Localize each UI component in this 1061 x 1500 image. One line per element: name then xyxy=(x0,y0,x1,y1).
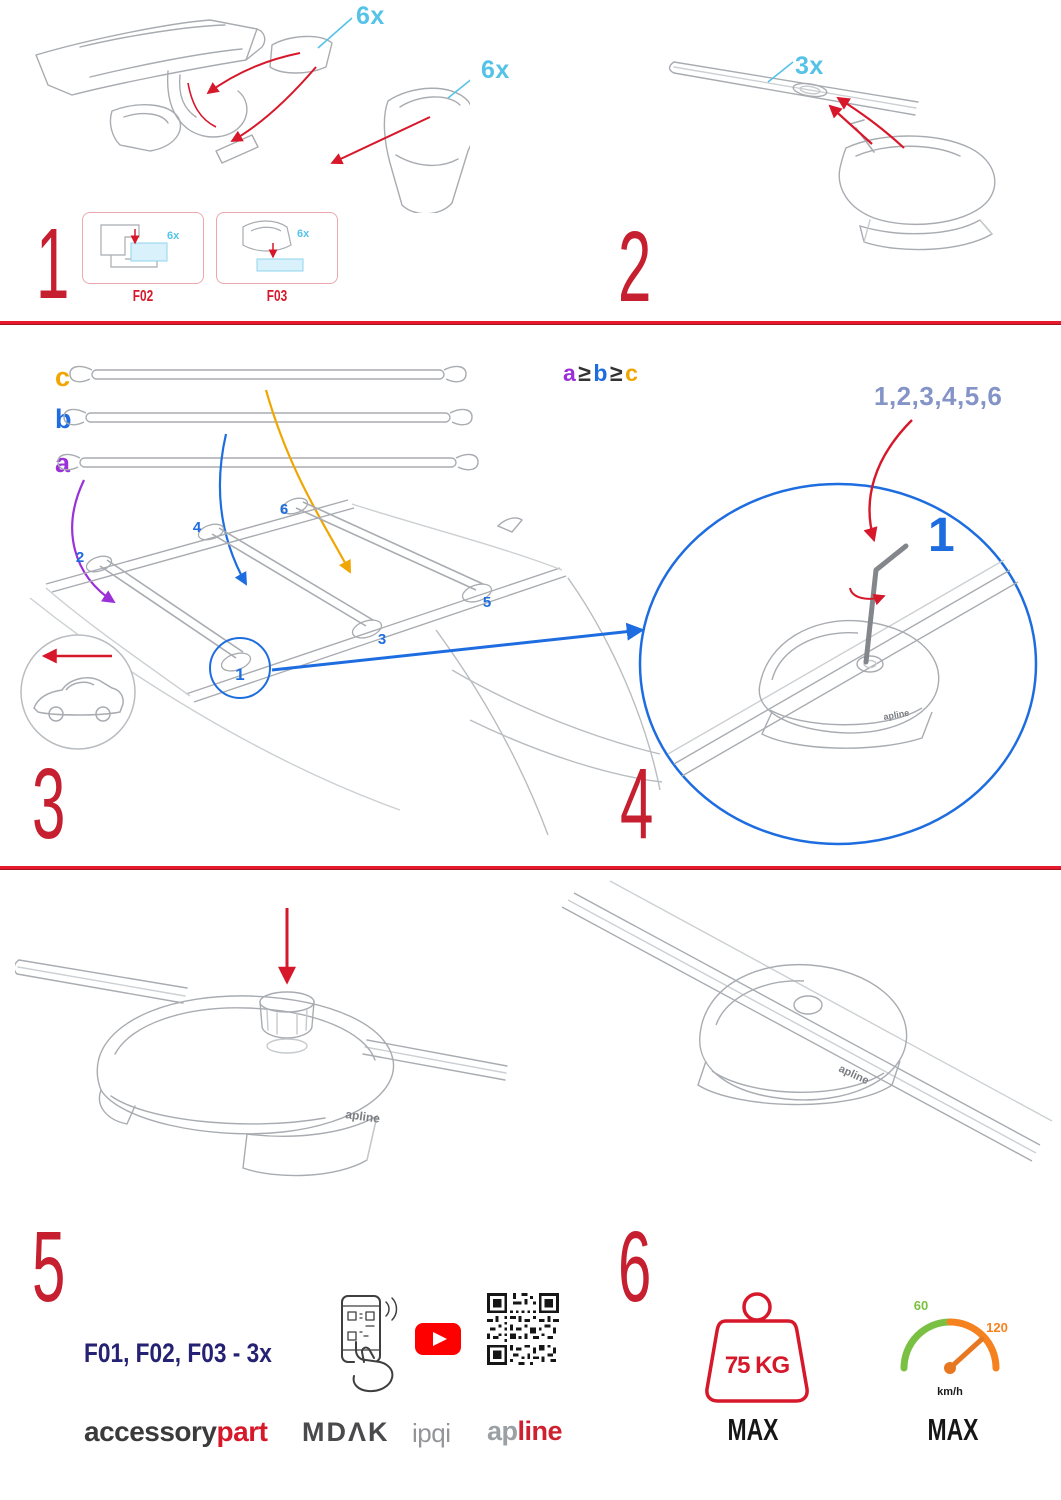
section-divider-1 xyxy=(0,321,1061,325)
brand-mdak: MDΛK xyxy=(302,1417,390,1447)
position-6: 6 xyxy=(280,501,288,518)
brand-part-text: part xyxy=(216,1416,268,1447)
f02-part-drawing: 6x xyxy=(100,224,180,268)
hex-key-tool xyxy=(863,543,909,665)
bar-end-drawing xyxy=(35,19,333,164)
step1-endcap-exploded-diagram xyxy=(35,17,470,213)
speed-low-label: 60 xyxy=(914,1298,928,1313)
rule-a: a xyxy=(563,360,577,386)
brand-apline: apline xyxy=(487,1416,563,1446)
mounted-foot-drawing xyxy=(561,880,1053,1162)
step1-qty-cover-label: 6x xyxy=(481,56,510,84)
brand-accessory-text: accessory xyxy=(84,1416,217,1447)
qty-leader-lines xyxy=(317,17,470,99)
position-2: 2 xyxy=(76,549,84,566)
insert-arrows xyxy=(828,96,905,149)
speed-high-label: 120 xyxy=(986,1320,1008,1335)
position-5: 5 xyxy=(483,594,491,611)
step1-qty-cap-label: 6x xyxy=(356,2,385,30)
mounted-crossbars xyxy=(99,501,484,659)
step6-number: 6 xyxy=(618,1211,651,1323)
f03-cyan-part xyxy=(256,258,304,272)
step3-number: 3 xyxy=(32,748,65,860)
step2-bar-foot-diagram xyxy=(668,61,996,251)
f03-qty-label: 6x xyxy=(297,228,310,240)
foot-closeup-drawing xyxy=(15,959,508,1177)
part-label-f03: F03 xyxy=(266,288,288,305)
speed-needle xyxy=(947,1336,985,1371)
step4-tightening-zoom-diagram: apline xyxy=(638,419,1038,846)
max-weight-icon: 75 KG xyxy=(705,1292,809,1403)
rule-b: b xyxy=(593,360,608,386)
needle-hub xyxy=(944,1362,956,1374)
speed-unit-label: km/h xyxy=(937,1386,963,1398)
rule-gte-1: ≥ xyxy=(578,360,592,386)
youtube-icon xyxy=(415,1323,461,1355)
brand-line-text: line xyxy=(517,1416,563,1446)
rule-c: c xyxy=(625,360,639,386)
foot-brand-text: apline xyxy=(837,1063,871,1087)
foot-with-rail-drawing xyxy=(667,559,1019,777)
part-box-f03: 6x xyxy=(216,212,338,284)
max-speed-icon: 60 120 km/h xyxy=(900,1298,1008,1398)
position-3: 3 xyxy=(378,631,386,648)
rotate-arrow xyxy=(849,587,886,606)
step3-roof-layout-diagram: 2 4 6 3 5 1 xyxy=(20,365,663,836)
bar-label-b: b xyxy=(55,404,72,434)
scan-qr-phone-icon xyxy=(341,1295,398,1393)
step6-mounted-foot-diagram: apline xyxy=(561,880,1053,1162)
speed-arc-orange xyxy=(946,1318,1000,1372)
bars-abc-drawing xyxy=(57,365,479,471)
rule-gte-2: ≥ xyxy=(609,360,624,386)
speed-arc-green xyxy=(900,1318,954,1372)
f03-part-drawing: 6x xyxy=(242,220,310,272)
position-1: 1 xyxy=(235,665,244,684)
qty-leader-line xyxy=(767,61,794,83)
f02-qty-label: 6x xyxy=(167,230,180,242)
car-silhouette xyxy=(33,677,124,722)
crossbar-drawing xyxy=(668,61,919,116)
first-foot-highlight-circle xyxy=(209,637,271,699)
first-position-callout: 1 xyxy=(928,509,955,562)
position-4: 4 xyxy=(193,519,202,536)
step2-number: 2 xyxy=(618,211,651,323)
size-order-rule: a≥b≥c xyxy=(562,362,639,385)
brand-ap-text: ap xyxy=(487,1416,518,1446)
f02-cyan-part xyxy=(130,242,168,262)
step4-number: 4 xyxy=(620,748,653,860)
qr-code xyxy=(487,1293,559,1365)
car-direction-inset xyxy=(20,634,136,750)
parts-summary: F01, F02, F03 - 3x xyxy=(84,1338,272,1368)
sequence-pointer-arrow xyxy=(863,419,913,543)
foot-drawing xyxy=(838,119,996,251)
step5-number: 5 xyxy=(32,1211,65,1323)
tightening-sequence-label: 1,2,3,4,5,6 xyxy=(874,381,1003,411)
max-weight-value: 75 KG xyxy=(725,1352,790,1379)
step2-qty-label: 3x xyxy=(795,52,824,80)
mounting-feet xyxy=(85,497,493,672)
bar-position-guides xyxy=(71,389,351,604)
zoom-circle xyxy=(638,482,1038,846)
assembly-arrows xyxy=(187,52,431,165)
brand-accessorypart: accessorypart xyxy=(84,1416,268,1447)
section-divider-2 xyxy=(0,866,1061,870)
foot-brand-text: apline xyxy=(883,708,910,722)
car-roof-drawing xyxy=(29,497,663,836)
speed-max-label: MAX xyxy=(927,1412,979,1447)
zoom-pointer-arrow xyxy=(271,622,645,672)
part-label-f02: F02 xyxy=(132,288,154,305)
bar-label-c: c xyxy=(55,362,71,392)
step1-number: 1 xyxy=(36,208,69,320)
foot-position-numbers: 2 4 6 3 5 1 xyxy=(76,501,491,684)
weight-max-label: MAX xyxy=(727,1412,779,1447)
cover-cap-drawing xyxy=(383,87,470,213)
step5-knob-press-diagram: apline xyxy=(15,908,508,1177)
part-box-f02: 6x xyxy=(82,212,204,284)
foot-brand-text: apline xyxy=(345,1107,382,1126)
brand-ipqi: ipqi xyxy=(412,1418,451,1448)
